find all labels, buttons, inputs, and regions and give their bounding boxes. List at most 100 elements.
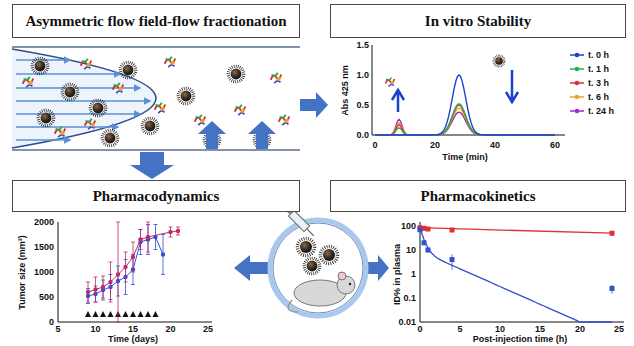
protein bbox=[271, 73, 282, 84]
data-point bbox=[422, 240, 427, 245]
tick-label: 0.1 bbox=[403, 294, 416, 303]
dose-marker bbox=[123, 311, 129, 317]
nanoparticle bbox=[304, 258, 319, 273]
tick-label: 20 bbox=[430, 141, 440, 150]
data-point bbox=[418, 227, 423, 232]
nanoparticle bbox=[178, 88, 193, 103]
error-bar bbox=[154, 225, 158, 250]
axis-title: Time (days) bbox=[108, 335, 158, 344]
error-bar bbox=[124, 252, 128, 282]
protein bbox=[235, 105, 246, 116]
error-bar bbox=[176, 227, 180, 235]
tick-label: 15 bbox=[535, 325, 545, 334]
legend-swatch bbox=[570, 53, 584, 58]
pk-fit-line bbox=[420, 229, 612, 323]
panel-title: Pharmacokinetics bbox=[421, 188, 536, 205]
dose-marker bbox=[93, 311, 99, 317]
error-bar bbox=[131, 242, 135, 272]
tick-label: 0.5 bbox=[356, 101, 369, 110]
chromatogram bbox=[375, 104, 555, 135]
axis-title: Post-injection time (h) bbox=[473, 335, 568, 344]
data-point bbox=[450, 257, 455, 262]
mouse-ear bbox=[338, 272, 346, 280]
data-point bbox=[610, 286, 615, 291]
protein bbox=[81, 59, 92, 70]
pd-axes bbox=[58, 222, 212, 322]
dose-marker bbox=[100, 311, 106, 317]
pk-fit-line bbox=[420, 228, 612, 234]
channel-wall bbox=[12, 149, 300, 151]
legend-text: t. 0 h bbox=[588, 51, 609, 60]
legend-swatch bbox=[570, 81, 584, 86]
arrow-left bbox=[234, 255, 268, 281]
legend-text: t. 24 h bbox=[588, 107, 614, 116]
swatch-dot bbox=[575, 109, 580, 114]
nanoparticle bbox=[38, 110, 53, 125]
tick-label: 10 bbox=[90, 325, 100, 334]
data-point bbox=[116, 272, 120, 276]
tick-label: 0 bbox=[417, 325, 422, 334]
error-bar bbox=[116, 222, 120, 322]
dose-marker bbox=[130, 311, 136, 317]
error-bar bbox=[452, 254, 453, 269]
nanoparticle bbox=[102, 130, 117, 145]
data-point bbox=[138, 237, 142, 241]
legend-swatch bbox=[570, 109, 584, 114]
protein bbox=[386, 78, 395, 87]
protein bbox=[165, 57, 176, 68]
axis-title: Time (min) bbox=[442, 153, 487, 162]
data-point bbox=[93, 287, 97, 291]
decrease-arrow bbox=[506, 70, 518, 102]
nanoparticle bbox=[494, 56, 505, 67]
axis-title: ID% in plasma bbox=[394, 243, 403, 304]
tick-label: 1 bbox=[411, 270, 416, 279]
nanoparticle bbox=[120, 62, 135, 77]
error-bar bbox=[169, 227, 173, 237]
nanoparticle bbox=[142, 118, 157, 133]
dose-marker bbox=[145, 311, 151, 317]
error-bar bbox=[146, 222, 150, 252]
arrow-up bbox=[248, 121, 276, 149]
mouse-eye bbox=[349, 283, 351, 285]
tick-label: 60 bbox=[550, 141, 560, 150]
data-point bbox=[610, 231, 615, 236]
error-bar bbox=[101, 276, 105, 298]
data-point bbox=[123, 265, 127, 269]
panel-title: Pharmacodynamics bbox=[93, 188, 220, 205]
protein bbox=[85, 119, 96, 130]
tick-label: 20 bbox=[165, 325, 175, 334]
tick-label: 1000 bbox=[34, 268, 54, 277]
tick-label: 5 bbox=[457, 325, 462, 334]
nanoparticle bbox=[62, 84, 77, 99]
nanoparticle bbox=[90, 100, 105, 115]
data-point bbox=[426, 248, 431, 253]
pk-axes bbox=[420, 222, 624, 322]
dose-marker bbox=[85, 311, 91, 317]
tick-label: 1500 bbox=[34, 243, 54, 252]
protein bbox=[55, 127, 66, 138]
mouse-tail bbox=[288, 300, 298, 312]
tick-label: 25 bbox=[203, 325, 213, 334]
tick-label: 25 bbox=[614, 325, 624, 334]
data-point bbox=[176, 229, 180, 233]
data-point bbox=[86, 290, 90, 294]
axis-title: Abs 425 nm bbox=[341, 65, 350, 116]
data-point bbox=[450, 228, 455, 233]
lens-rim bbox=[273, 223, 363, 313]
arrow-right bbox=[368, 255, 389, 281]
tick-label: 15 bbox=[128, 325, 138, 334]
tick-label: 10 bbox=[406, 246, 416, 255]
tick-label: 0.0 bbox=[356, 131, 369, 140]
increase-arrow bbox=[392, 90, 404, 112]
legend-swatch bbox=[570, 67, 584, 72]
panel-title: Asymmetric flow field-flow fractionation bbox=[25, 13, 286, 30]
tick-label: 100 bbox=[401, 222, 416, 231]
panel-title-box: Pharmacodynamics bbox=[12, 180, 300, 212]
af4-channel bbox=[12, 47, 300, 150]
swatch-dot bbox=[575, 95, 580, 100]
tumor-growth-line bbox=[88, 237, 163, 296]
swatch-dot bbox=[575, 53, 580, 58]
arrow-up bbox=[198, 121, 226, 149]
